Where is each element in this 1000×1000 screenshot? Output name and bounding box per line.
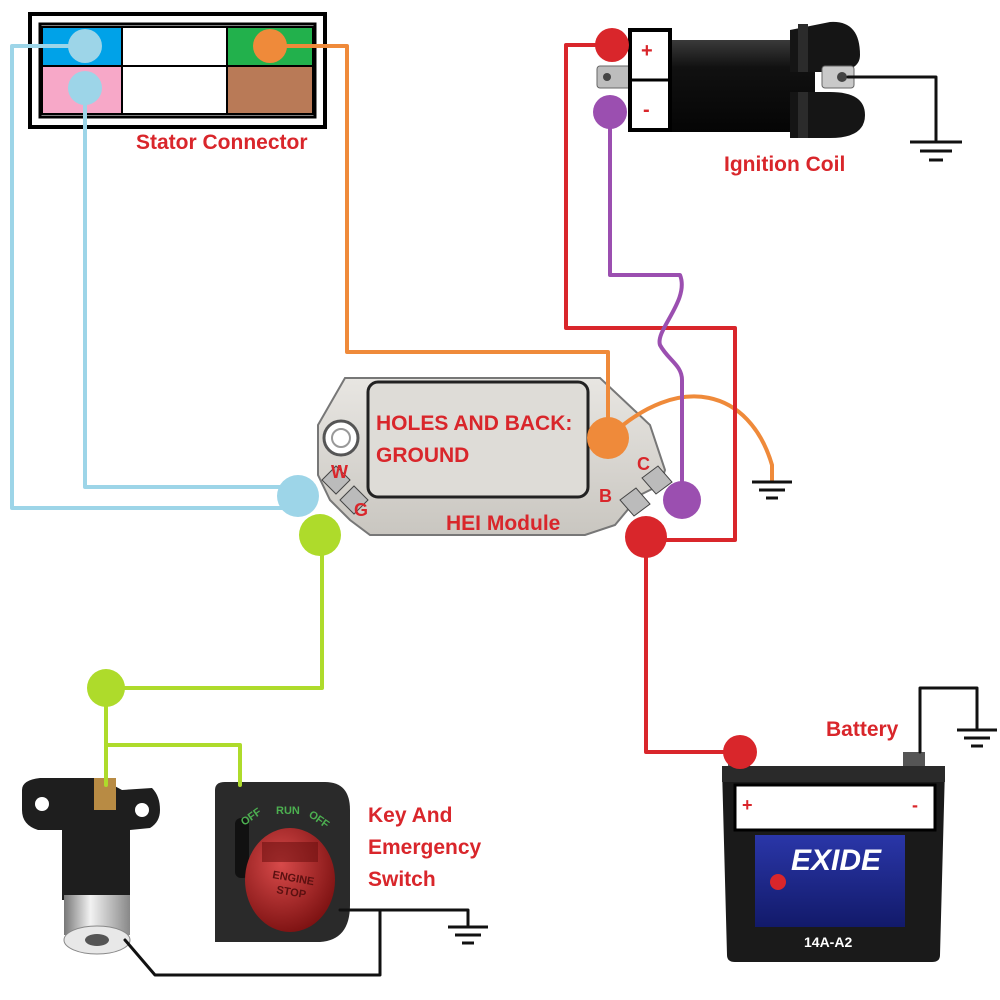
key-switch-label-line1: Key And [368,804,452,827]
hei-module-mounting-hole-inner [331,428,351,448]
terminal-g-spade [339,485,369,515]
dot-module-ground [587,417,629,459]
key-switch-terminal [94,778,116,810]
wire-green-module [104,533,324,690]
switch-ground-icon [448,925,488,945]
wire-green-switch [104,686,242,787]
terminal-w-spade [321,465,351,495]
hei-module-mounting-hole-icon [322,419,360,457]
wire-black-coil-ground [846,75,938,142]
dot-stator-green [253,29,287,63]
battery-minus-sign: - [912,795,918,815]
coil-tower-bottom [790,92,865,138]
battery-lid [722,766,945,782]
wire-red-battery [644,538,742,754]
emergency-switch [215,782,350,942]
battery-ground-icon [957,728,997,748]
coil-body [650,40,815,132]
battery-plus-sign: + [742,795,753,815]
hei-module [317,377,673,536]
terminal-b-spade [619,487,651,517]
dot-coil-minus [593,95,627,129]
dot-battery-plus [723,735,757,769]
terminal-g-label: G [354,500,368,520]
wire-light-blue-outer [10,44,300,510]
dot-terminal-c [663,481,701,519]
stator-connector-label: Stator Connector [136,131,308,154]
wire-light-blue-inner [83,86,300,489]
wire-black-battery-ground [918,686,979,754]
coil-ground-tab-hole-icon [837,72,847,82]
wire-red-coil [564,43,737,542]
terminal-w-label: W [331,462,348,482]
ignition-coil-label: Ignition Coil [724,153,845,176]
dot-stator-pink [68,71,102,105]
battery-minus-post [903,752,925,768]
wire-purple-coil [608,110,684,502]
key-switch-mount-hole-left-icon [35,797,49,811]
coil-tab-hole-icon [603,73,611,81]
battery-brand-text: EXIDE [791,844,882,877]
ground-symbols [448,140,997,945]
key-switch-label-line3: Switch [368,868,436,891]
dot-stator-blue [68,29,102,63]
key-switch [22,778,160,955]
battery [722,752,945,962]
wire-orange-stator [268,44,610,440]
engine-stop-knob-ridge [262,842,318,862]
stator-pin-empty-bottom [121,65,228,115]
hei-module-top-plate [366,380,590,499]
wire-black-switch-ground [123,908,470,977]
coil-ground-icon [910,140,962,162]
stator-pin-brown [226,65,314,115]
module-ground-icon [752,480,792,500]
battery-label: Battery [826,718,899,741]
battery-model-text: 14A-A2 [804,934,852,950]
emergency-switch-bar-slot [235,818,249,878]
dot-terminal-w [277,475,319,517]
dot-terminal-g [299,514,341,556]
ground-label: GROUND [376,444,469,467]
stator-pin-empty-top [121,26,228,67]
key-switch-mount-hole-right-icon [135,803,149,817]
dot-coil-plus [595,28,629,62]
terminal-c-spade [641,465,673,495]
battery-model-plate [770,930,890,952]
coil-rib-top [798,24,808,72]
key-slot-icon [85,934,109,946]
switch-run-text: RUN [276,805,300,817]
battery-terminal-strip [733,783,937,832]
wire-orange-ground [606,394,774,482]
ignition-coil [596,21,865,138]
key-switch-label-line2: Emergency [368,836,482,859]
key-switch-body [22,778,160,900]
stop-text: STOP [275,884,306,901]
dot-switch-junction [87,669,125,707]
coil-rib-bottom [798,92,808,138]
wires [10,43,979,977]
coil-minus-sign: - [643,99,650,121]
hei-module-label: HEI Module [446,512,560,535]
terminal-b-label: B [599,486,612,506]
holes-and-back-label: HOLES AND BACK: [376,412,572,435]
dot-terminal-b [625,516,667,558]
terminal-c-label: C [637,454,650,474]
connection-dots [68,28,757,769]
stator-connector [28,12,327,129]
battery-badge-icon [770,874,786,890]
coil-plus-sign: + [641,40,653,62]
